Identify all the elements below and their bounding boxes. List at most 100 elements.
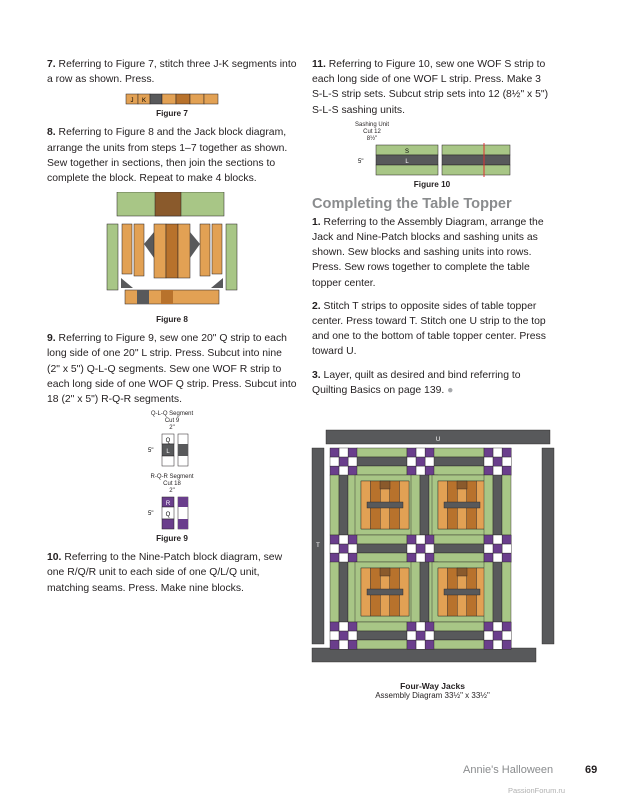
nine-patch-square [492,465,503,476]
nine-patch-square [347,630,358,641]
sashing-strip [356,552,408,563]
nine-patch-square [424,543,435,554]
sashing-strip [410,474,421,536]
nine-patch-square [329,639,340,650]
qlq-label-l: L [166,449,170,455]
nine-patch-square [338,543,349,554]
nine-patch-square [406,447,417,458]
figure-7-diagram: J K [125,94,219,105]
rqr-width: 2" [169,488,175,495]
step-8: 8. Referring to Figure 8 and the Jack bl… [47,127,288,185]
qlq-label-q: Q [166,438,171,444]
nine-patch-square [338,630,349,641]
nine-patch-square [338,456,349,467]
nine-patch-square [492,447,503,458]
sashing-strip [433,543,485,554]
jack-block [456,480,468,490]
nine-patch-square [492,621,503,632]
nine-patch-square [415,447,426,458]
watermark: PassionForum.ru [508,786,566,795]
qlq-cut: Cut 9 [164,418,180,425]
rqr-label-q: Q [166,512,171,518]
assembly-subtitle: Assembly Diagram 33½" x 33½" [375,691,490,700]
completing-step-1: 1. Referring to the Assembly Diagram, ar… [312,216,544,289]
sashing-strip [433,621,485,632]
figure-8-diagram [106,192,238,305]
nine-patch-square [424,447,435,458]
left-column: 7. Referring to Figure 7, stitch three J… [47,57,297,596]
nine-patch-square [338,639,349,650]
qlq-height: 5" [148,448,153,454]
sashing-strip [433,630,485,641]
nine-patch-square [501,552,512,563]
nine-patch-square [415,639,426,650]
nine-patch-square [424,621,435,632]
sashing-cut: Cut 12 [363,128,381,135]
jack-block [366,501,404,509]
sashing-height: 5" [358,159,363,165]
nine-patch-square [406,621,417,632]
nine-patch-square [347,552,358,563]
sashing-strip [501,561,512,623]
rqr-title: R-Q-R Segment [150,474,194,481]
nine-patch-square [347,534,358,545]
end-bullet-icon: ● [447,384,454,396]
sashing-strip [492,474,503,536]
qlq-width: 2" [169,425,175,432]
nine-patch-square [338,552,349,563]
nine-patch-square [347,543,358,554]
nine-patch-square [415,543,426,554]
nine-patch-square [347,621,358,632]
figure-10-diagram: Sashing Unit Cut 12 8½" 5" S L [312,122,552,177]
right-column: 11. Referring to Figure 10, sew one WOF … [312,57,552,398]
sashing-strip [356,534,408,545]
u-border-bottom [311,647,537,663]
nine-patch-square [415,456,426,467]
nine-patch-square [424,630,435,641]
t-border-right [541,447,555,645]
qlq-segment: 5" Q L [148,433,189,467]
nine-patch-square [329,456,340,467]
nine-patch-square [347,456,358,467]
nine-patch-square [424,456,435,467]
nine-patch-square [492,630,503,641]
nine-patch-square [338,465,349,476]
nine-patch-square [329,447,340,458]
figure-9-caption: Figure 9 [156,534,188,544]
nine-patch-square [501,639,512,650]
sashing-strip [356,447,408,458]
fig7-label-j: J [131,98,134,104]
step-7: 7. Referring to Figure 7, stitch three J… [47,59,297,86]
nine-patch-square [501,456,512,467]
t-border-left [311,447,325,645]
nine-patch-square [483,447,494,458]
nine-patch-square [424,465,435,476]
nine-patch-square [406,543,417,554]
nine-patch-square [338,447,349,458]
jack-block [443,501,481,509]
section-heading: Completing the Table Topper [312,195,512,212]
nine-patch-square [329,552,340,563]
sashing-strip [419,474,430,536]
assembly-label-u: U [436,437,440,443]
nine-patch-square [406,639,417,650]
step-9: 9. Referring to Figure 9, sew one 20" Q … [47,333,297,406]
jack-block [379,567,391,577]
fig7-label-k: K [142,98,146,104]
sashing-strip [356,621,408,632]
nine-patch-square [415,534,426,545]
sashing-strip [356,456,408,467]
sashing-width: 8½" [366,135,378,142]
sashing-strip [410,561,421,623]
nine-patch-square [329,534,340,545]
nine-patch-square [424,639,435,650]
rqr-height: 5" [148,511,153,517]
jack-block [456,567,468,577]
jack-block [366,588,404,596]
nine-patch-square [492,543,503,554]
nine-patch-square [483,534,494,545]
nine-patch-square [424,534,435,545]
nine-patch-square [483,621,494,632]
step-10: 10. Referring to the Nine-Patch block di… [47,552,283,594]
nine-patch-square [415,621,426,632]
